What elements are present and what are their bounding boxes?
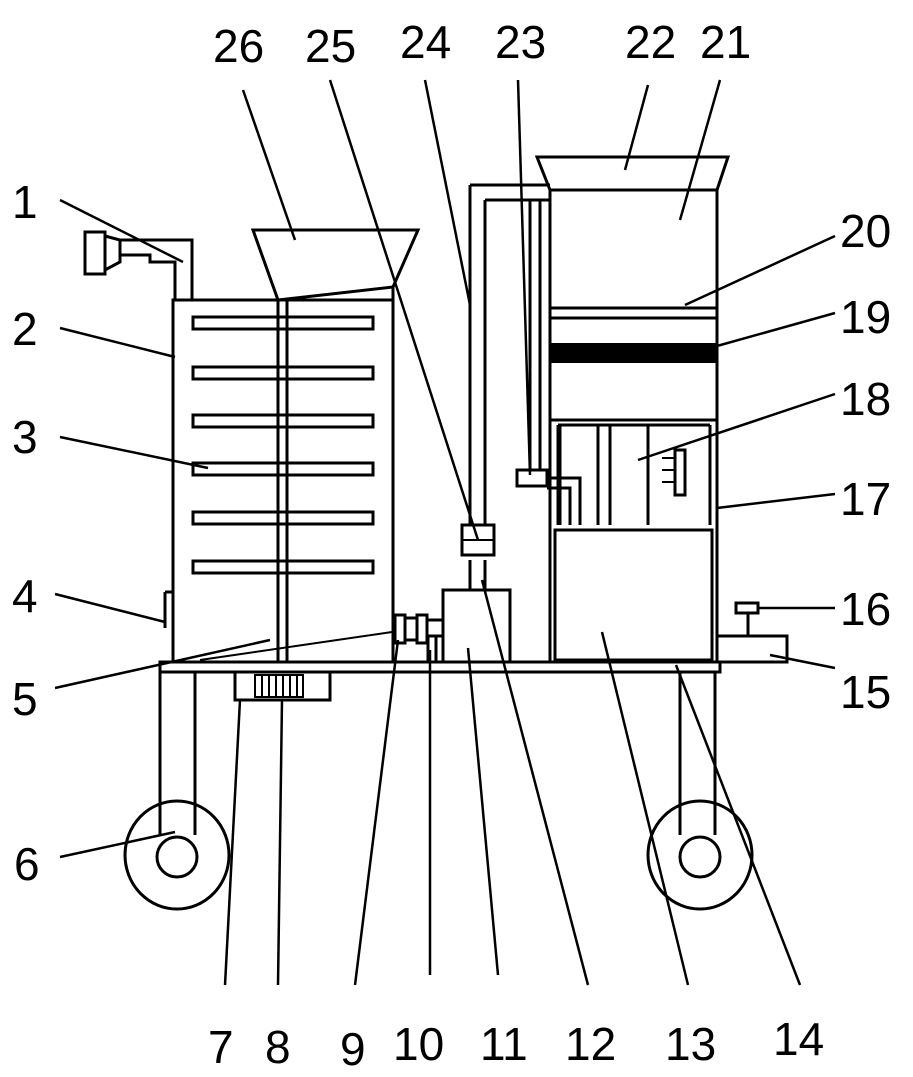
inner-pipe [510, 200, 550, 664]
label-11: 11 [480, 1018, 528, 1070]
label-17: 17 [840, 473, 891, 525]
left-funnel [250, 228, 421, 302]
lower-housing [233, 670, 332, 702]
label-26: 26 [213, 20, 264, 72]
label-9: 9 [340, 1023, 366, 1075]
wheel-left [123, 799, 231, 911]
label-10: 10 [393, 1018, 444, 1070]
label-22: 22 [625, 16, 676, 68]
pump-body [441, 560, 512, 664]
label-1: 1 [12, 176, 38, 228]
left-leg [158, 672, 197, 835]
label-19: 19 [840, 291, 891, 343]
base-platform [158, 660, 722, 674]
leader-lines [54, 79, 836, 986]
label-21: 21 [700, 16, 751, 68]
label-5: 5 [12, 673, 38, 725]
right-side-valve [715, 601, 789, 664]
left-tank [163, 298, 395, 664]
label-20: 20 [840, 205, 891, 257]
label-14: 14 [773, 1013, 824, 1065]
label-8: 8 [265, 1021, 291, 1073]
riser-pipe [460, 183, 550, 557]
label-4: 4 [12, 570, 38, 622]
label-6: 6 [14, 838, 40, 890]
label-12: 12 [565, 1018, 616, 1070]
label-7: 7 [208, 1021, 234, 1073]
label-16: 16 [840, 583, 891, 635]
label-2: 2 [12, 303, 38, 355]
label-25: 25 [305, 20, 356, 72]
label-23: 23 [495, 16, 546, 68]
right-leg [678, 672, 717, 835]
label-18: 18 [840, 373, 891, 425]
mixing-blades [191, 315, 375, 575]
label-3: 3 [12, 411, 38, 463]
part-labels: 1 2 3 4 5 6 7 8 9 10 11 12 13 14 15 16 1… [12, 16, 891, 1075]
label-15: 15 [840, 666, 891, 718]
right-tank [534, 155, 731, 664]
suction-pipe [199, 613, 443, 662]
label-24: 24 [400, 16, 451, 68]
wheel-right [646, 799, 754, 911]
exhaust-pipe [83, 230, 194, 300]
label-13: 13 [665, 1018, 716, 1070]
